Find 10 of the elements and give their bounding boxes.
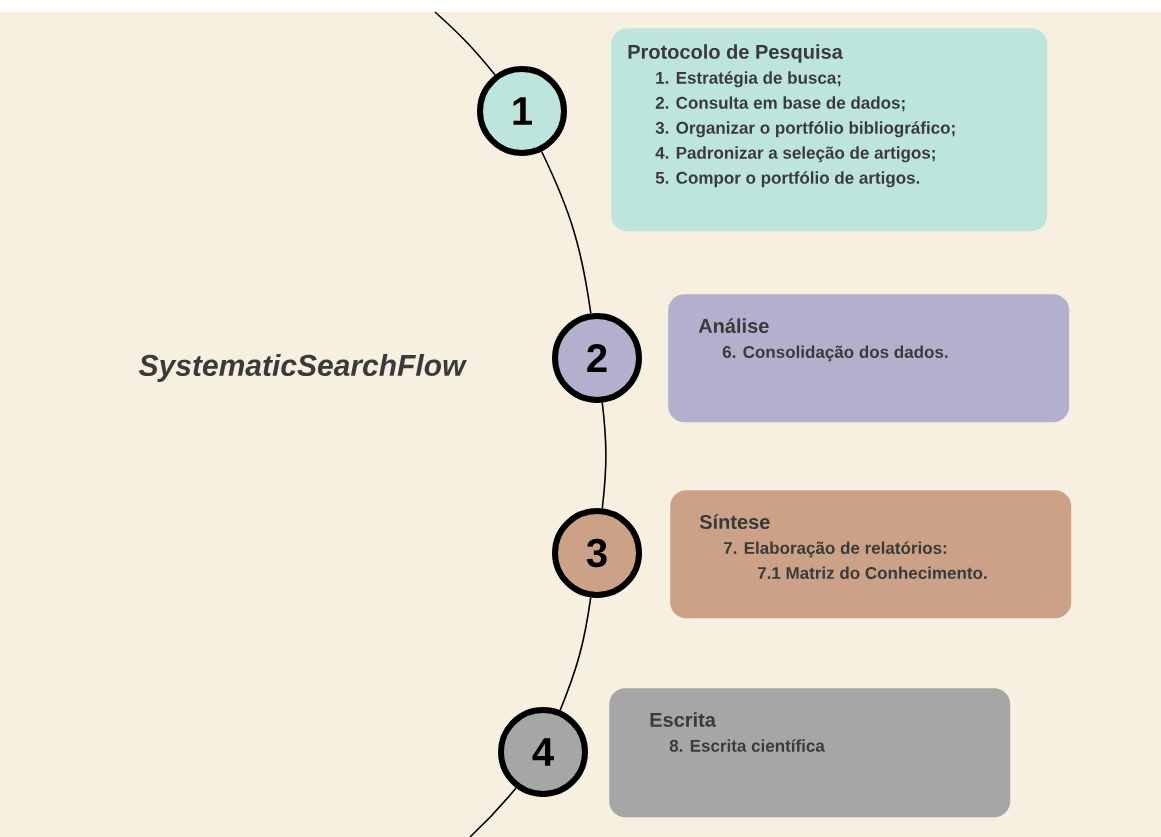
step-box: Escrita 8. Escrita científica: [609, 688, 1011, 818]
step-box: Protocolo de Pesquisa 1. Estratégia de busca; 2. Consulta em base de dados; 3. Organizar o portfólio bibliográfico; 4. Padronizar a seleção de artigos; 5. Compor o portfólio de artigos.: [611, 28, 1048, 232]
step-box: Síntese 7. Elaboração de relatórios: 7.1 Matriz do Conhecimento.: [670, 490, 1072, 619]
title: SystematicSearchFlow: [138, 354, 467, 382]
connector-arc: [559, 596, 592, 712]
connector-arc: [540, 150, 592, 315]
connector-arc: [601, 401, 607, 510]
connector-arc: [434, 11, 496, 76]
step-box: Análise 6. Consolidação dos dados.: [668, 294, 1070, 423]
connector-arc: [469, 787, 517, 837]
